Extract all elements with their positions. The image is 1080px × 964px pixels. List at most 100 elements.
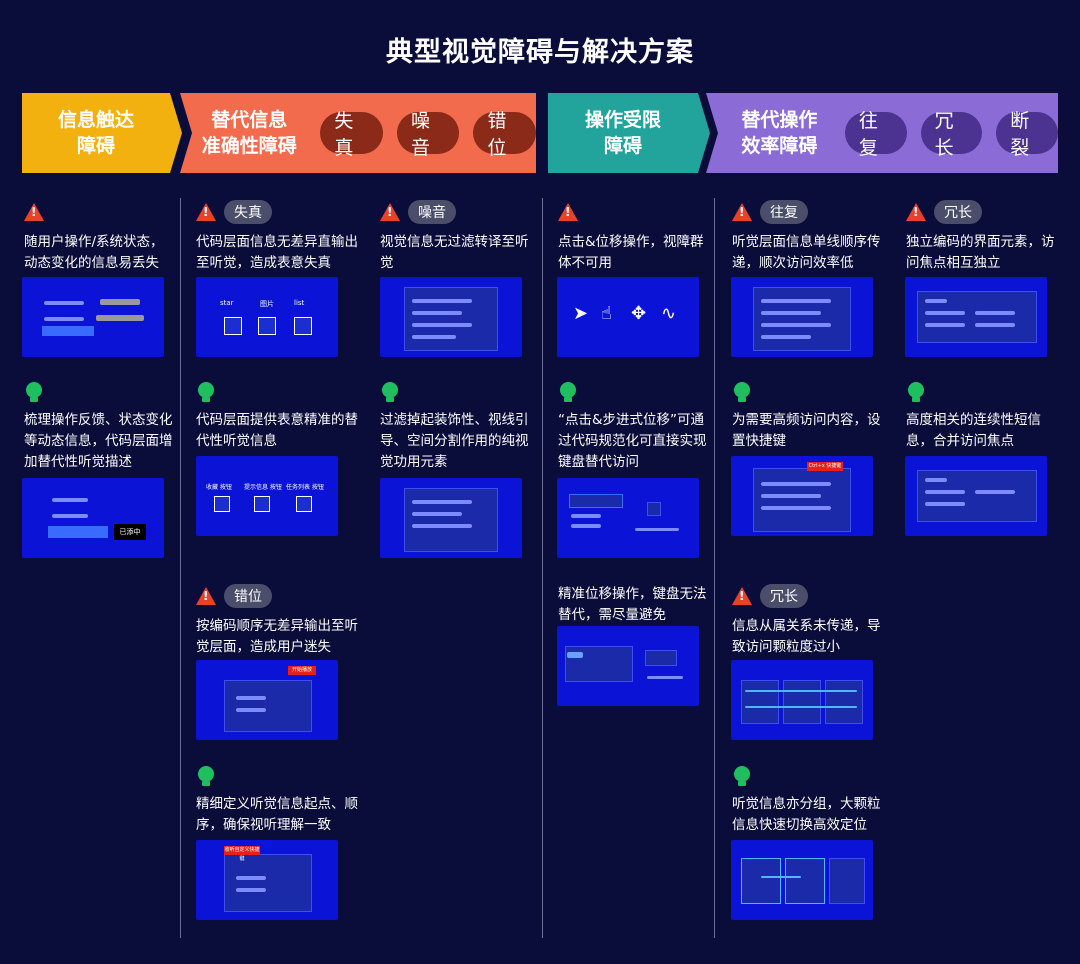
solution-text: 过滤掉起装饰性、视线引导、空间分割作用的纯视觉功用元素 <box>380 412 529 470</box>
divider <box>180 198 181 938</box>
thumb-label: 收藏 按钮 <box>206 484 232 491</box>
illustration-repeat <box>731 277 873 357</box>
banner-operation: 操作受限 障碍 <box>548 93 710 173</box>
tag-label: 失真 <box>224 200 272 224</box>
banner-lead-line2: 准确性障碍 <box>201 135 297 157</box>
problem-click-drag: 点击&位移操作，视障群体不可用 <box>558 200 708 274</box>
thumb-label: star <box>220 299 234 307</box>
illustration-gestures: ➤ ☝ ✥ ∿ <box>557 277 699 357</box>
tag-label: 噪音 <box>408 200 456 224</box>
problem-misplace: 错位 按编码顺序无差异输出至听觉层面，造成用户迷失 <box>196 584 364 658</box>
solution-noise: 过滤掉起装饰性、视线引导、空间分割作用的纯视觉功用元素 <box>380 378 530 473</box>
solution-distortion: 代码层面提供表意精准的替代性听觉信息 <box>196 378 364 452</box>
illustration-dynamic-solution: 已添中 <box>22 478 164 558</box>
tag-break: 断裂 <box>996 110 1058 159</box>
problem-independent-focus: 冗长 独立编码的界面元素，访问焦点相互独立 <box>906 200 1066 274</box>
problem-noise: 噪音 视觉信息无过滤转译至听觉 <box>380 200 530 274</box>
bulb-icon <box>560 382 576 402</box>
illustration-grouping <box>731 840 873 920</box>
tag-label: 冗长 <box>934 200 982 224</box>
bulb-icon <box>198 766 214 786</box>
list-icon <box>296 496 312 512</box>
tag-label: 往复 <box>760 200 808 224</box>
illustration-precise-drag <box>557 626 699 706</box>
cursor-icon: ➤ <box>573 303 589 324</box>
tag-distortion: 失真 <box>320 110 383 159</box>
problem-dynamic-info: 随用户操作/系统状态，动态变化的信息易丢失 <box>24 200 174 274</box>
banner-lead-line2: 障碍 <box>76 135 115 157</box>
illustration-dynamic <box>22 277 164 357</box>
ctrl-label: Ctrl+x 快捷键 <box>807 462 843 471</box>
tag-lengthy: 冗长 <box>920 110 983 159</box>
illustration-shortcut: Ctrl+x 快捷键 <box>731 456 873 536</box>
divider <box>542 198 543 938</box>
warning-icon <box>380 203 400 221</box>
thumb-label: list <box>294 299 305 307</box>
problem-repeat: 往复 听觉层面信息单线顺序传递，顺次访问效率低 <box>732 200 892 274</box>
banner-lead-line2: 障碍 <box>603 135 642 157</box>
illustration-distortion-solution: 收藏 按钮 提示信息 按钮 任务列表 按钮 <box>196 456 338 536</box>
warning-icon <box>906 203 926 221</box>
tag-label: 冗长 <box>760 584 808 608</box>
solution-grouping: 听觉信息亦分组，大颗粒信息快速切换高效定位 <box>732 762 892 836</box>
problem-text: 视觉信息无过滤转译至听觉 <box>380 234 529 271</box>
bulb-icon <box>198 382 214 402</box>
tag-noise: 噪音 <box>396 110 460 159</box>
tap-icon: ☝ <box>601 303 612 324</box>
solution-text: 为需要高频访问内容，设置快捷键 <box>732 412 881 449</box>
hint-label: 开始播放 <box>288 666 316 675</box>
thumb-label: 提示信息 按钮 <box>244 484 282 491</box>
solution-misplace: 精细定义听觉信息起点、顺序，确保视听理解一致 <box>196 762 364 836</box>
illustration-noise-solution <box>380 478 522 558</box>
warning-icon <box>24 203 44 221</box>
solution-shortcut: 为需要高频访问内容，设置快捷键 <box>732 378 892 452</box>
banner-lead-line1: 替代信息 <box>211 109 288 131</box>
illustration-merge <box>905 456 1047 536</box>
illustration-distortion: star 图片 list <box>196 277 338 357</box>
solution-text: 高度相关的连续性短信息，合并访问焦点 <box>906 412 1041 449</box>
tag-label: 错位 <box>224 584 272 608</box>
solution-text: “点击&步进式位移”可通过代码规范化可直接实现键盘替代访问 <box>558 412 707 470</box>
page-title: 典型视觉障碍与解决方案 <box>386 37 694 68</box>
illustration-granularity <box>731 660 873 740</box>
solution-text: 梳理操作反馈、状态变化等动态信息，代码层面增加替代性听觉描述 <box>24 412 173 470</box>
illustration-misplace-solution: 收听自定义快捷键 <box>196 840 338 920</box>
problem-text: 代码层面信息无差异直输出至听觉，造成表意失真 <box>196 234 358 271</box>
illustration-noise <box>380 277 522 357</box>
bulb-icon <box>734 766 750 786</box>
tip-label: 收听自定义快捷键 <box>224 846 260 862</box>
problem-text: 精准位移操作，键盘无法替代，需尽量避免 <box>558 586 707 623</box>
solution-keyboard: “点击&步进式位移”可通过代码规范化可直接实现键盘替代访问 <box>558 378 708 473</box>
bulb-icon <box>734 382 750 402</box>
info-icon <box>254 496 270 512</box>
list-icon <box>294 317 312 335</box>
warning-icon <box>732 203 752 221</box>
solution-text: 代码层面提供表意精准的替代性听觉信息 <box>196 412 358 449</box>
thumb-label: 图片 <box>260 300 274 308</box>
problem-granularity: 冗长 信息从属关系未传递，导致访问颗粒度过小 <box>732 584 892 658</box>
info-icon <box>258 317 276 335</box>
swipe-icon: ∿ <box>661 303 677 324</box>
banner-lead-line1: 操作受限 <box>584 109 661 131</box>
solution-merge-focus: 高度相关的连续性短信息，合并访问焦点 <box>906 378 1066 452</box>
problem-distortion: 失真 代码层面信息无差异直输出至听觉，造成表意失真 <box>196 200 364 274</box>
warning-icon <box>196 203 216 221</box>
warning-icon <box>732 587 752 605</box>
tag-misplace: 错位 <box>473 110 536 159</box>
banner-lead-line2: 效率障碍 <box>741 135 818 157</box>
done-label: 已添中 <box>114 524 146 540</box>
banner-efficiency: 替代操作 效率障碍 往复 冗长 断裂 <box>706 93 1058 173</box>
move-icon: ✥ <box>631 303 647 324</box>
star-icon <box>224 317 242 335</box>
thumb-label: 任务列表 按钮 <box>286 484 324 491</box>
warning-icon <box>558 203 578 221</box>
solution-text: 听觉信息亦分组，大颗粒信息快速切换高效定位 <box>732 796 881 833</box>
problem-text: 点击&位移操作，视障群体不可用 <box>558 234 704 271</box>
problem-text: 信息从属关系未传递，导致访问颗粒度过小 <box>732 618 881 655</box>
warning-icon <box>196 587 216 605</box>
problem-text: 听觉层面信息单线顺序传递，顺次访问效率低 <box>732 234 881 271</box>
illustration-misplace: 开始播放 <box>196 660 338 740</box>
illustration-independent <box>905 277 1047 357</box>
banner-info-reach: 信息触达 障碍 <box>22 93 182 173</box>
solution-dynamic-info: 梳理操作反馈、状态变化等动态信息，代码层面增加替代性听觉描述 <box>24 378 174 473</box>
